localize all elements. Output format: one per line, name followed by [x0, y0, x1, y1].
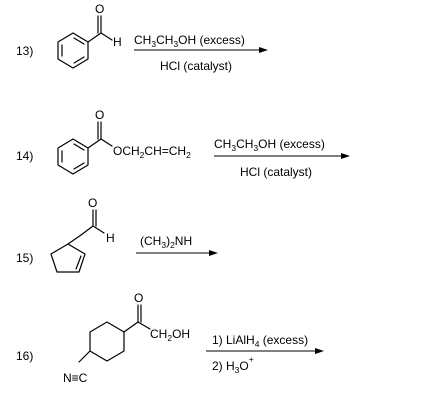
problem-16: 16) O CH2OH N≡C 1) LiAlH4 (excess) 2) H3… [16, 291, 324, 385]
reagent-line-2: HCl (catalyst) [240, 165, 312, 179]
problem-14: 14) O OCH2CH=CH2 CH3CH3OH (excess) HCl (… [16, 108, 350, 179]
reagent-line-1: 1) LiAlH4 (excess) [212, 333, 308, 349]
substituent-label: H [113, 35, 122, 49]
problem-number: 16) [16, 349, 33, 363]
cyclohexane-ring [89, 321, 125, 362]
problem-15: 15) O H (CH3)2NH [16, 196, 218, 273]
problem-number: 14) [16, 149, 33, 163]
benzene-ring [57, 138, 89, 175]
problem-13: 13) O H CH3CH3OH (excess) HCl (catalyst) [16, 2, 268, 73]
problem-number: 15) [16, 251, 33, 265]
cyclopentene-ring [50, 243, 86, 273]
substituent-label: OCH2CH=CH2 [113, 144, 191, 160]
benzene-ring [57, 32, 89, 69]
substituent-label: CH2OH [150, 327, 190, 343]
substituent-label: H [106, 231, 115, 245]
reagent-line-1: (CH3)2NH [140, 234, 192, 250]
carbonyl-oxygen-label: O [88, 196, 97, 210]
problem-number: 13) [16, 44, 33, 58]
carbonyl-oxygen-label: O [95, 108, 104, 122]
reagent-line-2: HCl (catalyst) [160, 59, 232, 73]
reagent-line-2: 2) H3O+ [212, 354, 254, 375]
reagent-line-1: CH3CH3OH (excess) [214, 137, 325, 153]
carbonyl-oxygen-label: O [134, 291, 143, 305]
nitrile-label: N≡C [63, 371, 88, 385]
reagent-line-1: CH3CH3OH (excess) [134, 33, 245, 49]
carbonyl-oxygen-label: O [95, 2, 104, 16]
